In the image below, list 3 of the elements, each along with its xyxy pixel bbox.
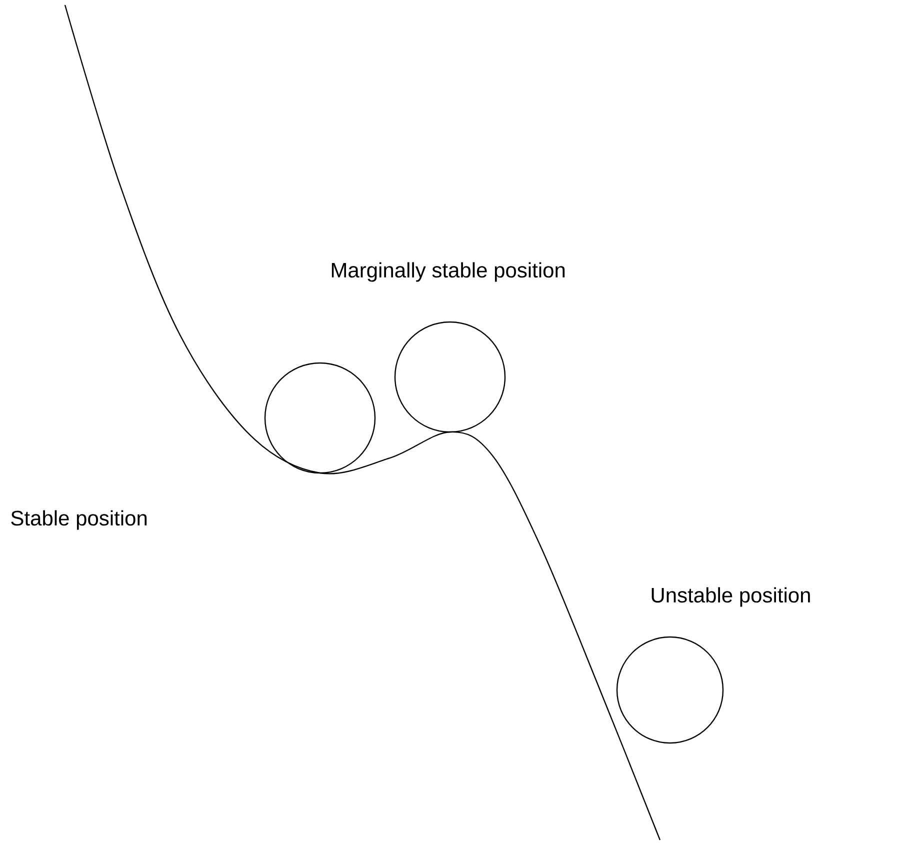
position-label: Marginally stable position xyxy=(332,262,565,282)
position-label: Unstable position xyxy=(652,587,810,607)
position-label: Stable position xyxy=(11,510,147,530)
